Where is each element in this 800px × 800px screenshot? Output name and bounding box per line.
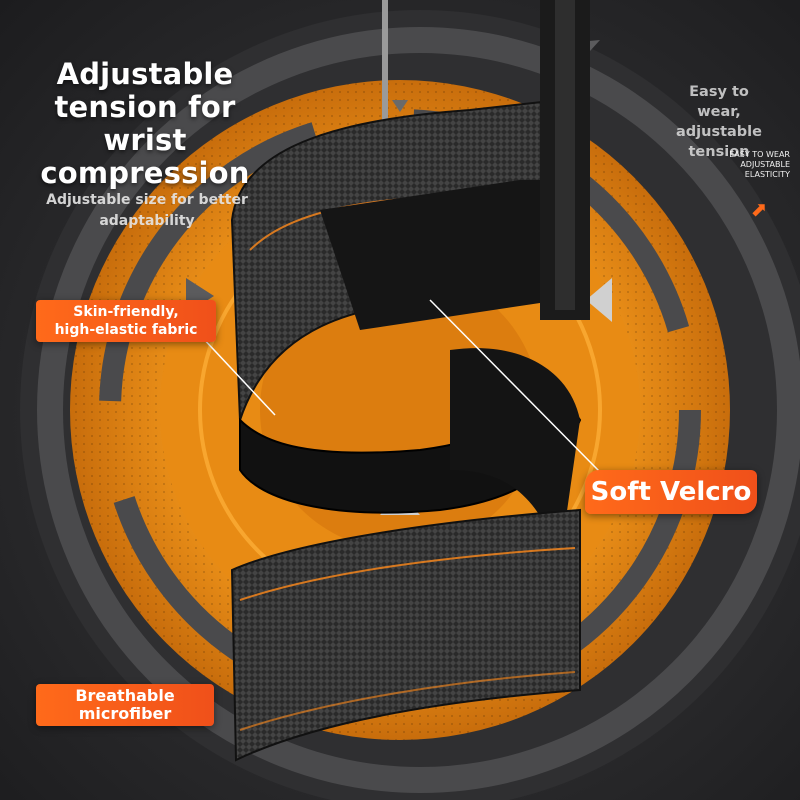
sub-caption: Adjustable size for better adaptability bbox=[38, 190, 256, 232]
side-caption: Easy to wear, adjustable tension bbox=[660, 82, 778, 162]
gray-ring bbox=[37, 27, 800, 793]
callout-soft-velcro: Soft Velcro bbox=[585, 470, 757, 514]
callout-line-skin bbox=[199, 334, 276, 416]
side-mini-line: ADJUSTABLE bbox=[740, 160, 790, 169]
headline-line: compression bbox=[40, 156, 250, 190]
side-mini-caption: EASY TO WEAR ADJUSTABLE ELASTICITY bbox=[690, 150, 790, 180]
callout-skin-line: high-elastic fabric bbox=[54, 322, 198, 338]
headline-line: tension for wrist bbox=[54, 90, 236, 157]
callout-skin-friendly: Skin-friendly, high-elastic fabric bbox=[36, 300, 216, 342]
headline-line: Adjustable bbox=[56, 57, 234, 91]
triangle-marker-right bbox=[586, 278, 612, 322]
triangle-marker-top bbox=[392, 100, 408, 112]
callout-breathable: Breathable microfiber bbox=[36, 684, 214, 726]
strap-lower-band bbox=[230, 508, 581, 762]
callout-breathable-line: microfiber bbox=[78, 704, 172, 723]
sub-caption-line: Adjustable size for better bbox=[46, 192, 248, 208]
side-mini-line: ELASTICITY bbox=[744, 170, 790, 179]
headline: Adjustable tension for wrist compression bbox=[20, 58, 270, 190]
velcro-panel-middle bbox=[450, 348, 580, 560]
callout-skin-line: Skin-friendly, bbox=[73, 304, 179, 320]
side-mini-line: EASY TO WEAR bbox=[729, 150, 790, 159]
inner-gray-arc bbox=[99, 109, 701, 711]
side-caption-line: wear, bbox=[697, 104, 741, 120]
side-caption-line: tension bbox=[688, 144, 750, 160]
callout-line-velcro bbox=[429, 299, 601, 473]
sub-caption-line: adaptability bbox=[99, 213, 195, 229]
callout-breathable-line: Breathable bbox=[75, 686, 175, 705]
side-caption-line: adjustable bbox=[676, 124, 762, 140]
side-caption-line: Easy to bbox=[689, 84, 749, 100]
support-rod bbox=[382, 0, 388, 120]
velcro-panel-upper bbox=[320, 180, 560, 330]
up-right-arrow-icon: ⬈ bbox=[750, 197, 768, 221]
